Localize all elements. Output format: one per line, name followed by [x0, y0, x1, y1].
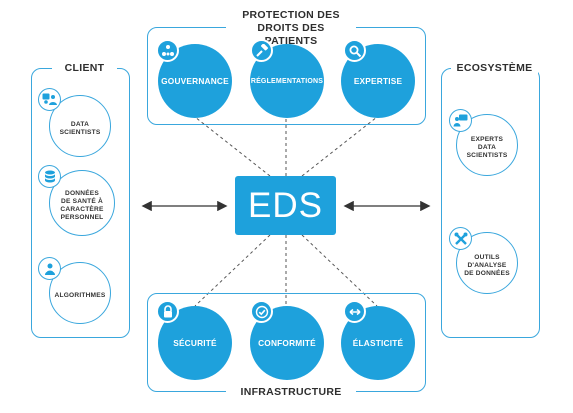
gouvernance-label: GOUVERNANCE [161, 76, 229, 86]
top-group-title: PROTECTION DES DROITS DES PATIENTS [226, 9, 356, 48]
securite-label: SÉCURITÉ [173, 338, 217, 348]
tools-icon [449, 227, 472, 250]
expert-presenter-icon [449, 109, 472, 132]
data-scientists-label: DATA SCIENTISTS [59, 120, 101, 136]
eds-label: EDS [248, 185, 323, 225]
gavel-icon [250, 39, 273, 62]
network-nodes-icon [156, 39, 179, 62]
ecosysteme-frame [441, 68, 540, 338]
experts-data-scientists-label: EXPERTS DATA SCIENTISTS [466, 135, 508, 160]
reglementations-label: RÉGLEMENTATIONS [250, 77, 324, 85]
top-group-title-line1: PROTECTION DES [242, 9, 340, 21]
conformite-label: CONFORMITÉ [258, 338, 316, 348]
algorithm-person-icon [38, 257, 61, 280]
database-icon [38, 165, 61, 188]
client-title: CLIENT [52, 62, 117, 75]
ecosysteme-title: ECOSYSTÈME [451, 62, 538, 75]
donnees-sante-label: DONNÉES DE SANTÉ À CARACTÈRE PERSONNEL [60, 189, 104, 222]
padlock-icon [156, 300, 179, 323]
double-arrow-icon [343, 300, 366, 323]
people-chart-icon [38, 88, 61, 111]
bottom-group-title: INFRASTRUCTURE [226, 386, 356, 399]
elasticite-label: ÉLASTICITÉ [352, 338, 404, 348]
expertise-label: EXPERTISE [353, 76, 403, 86]
outils-analyse-label: OUTILS D'ANALYSE DE DONNÉES [464, 253, 510, 278]
magnifier-icon [343, 39, 366, 62]
algorithmes-label: ALGORITHMES [54, 291, 106, 299]
checkmark-icon [250, 300, 273, 323]
eds-center-box: EDS [235, 176, 336, 235]
